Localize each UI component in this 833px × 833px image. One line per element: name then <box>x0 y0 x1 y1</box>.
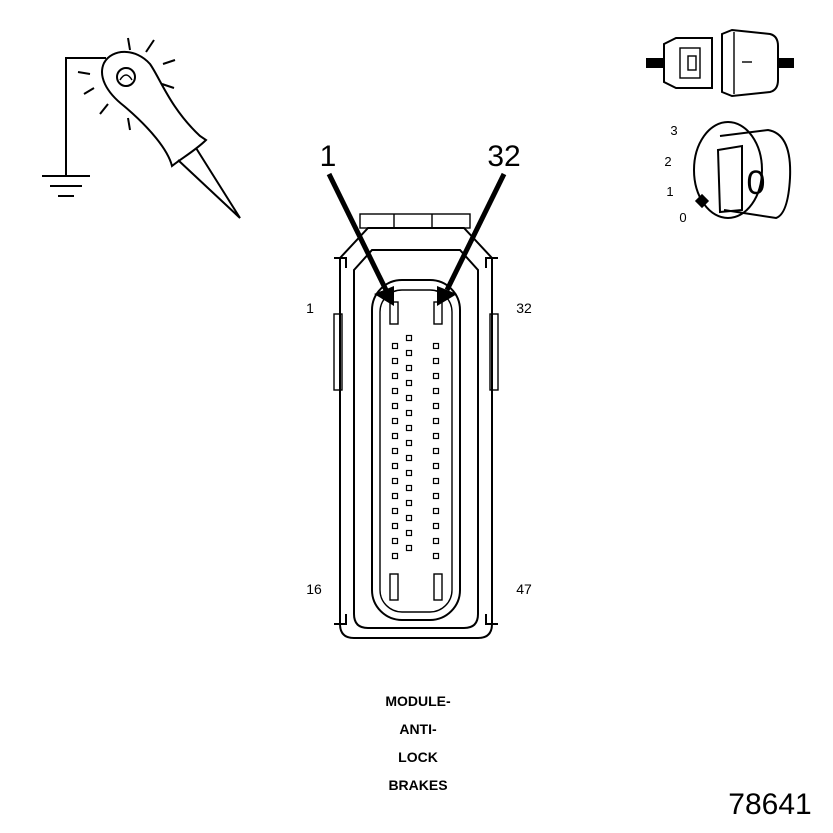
module-label-line-4: BRAKES <box>388 777 447 793</box>
pin-cavity-left-a-5 <box>391 402 399 410</box>
pin-cavity-left-b-7 <box>405 424 413 432</box>
pin-32 <box>433 301 443 325</box>
module-label-line-2: ANTI- <box>399 721 437 737</box>
pin-cavity-right-7 <box>432 432 440 440</box>
pin-cavity-left-a-9 <box>391 462 399 470</box>
pin-label-32: 32 <box>516 300 532 316</box>
callout-label-1: 1 <box>320 140 337 173</box>
pin-cavity-left-b-9 <box>405 454 413 462</box>
pin-cavity-left-b-4 <box>405 379 413 387</box>
pin-cavity-left-a-3 <box>391 372 399 380</box>
pin-cavity-left-b-10 <box>405 469 413 477</box>
pin-label-1: 1 <box>306 300 314 316</box>
pin-cavity-left-b-14 <box>405 529 413 537</box>
callout-label-32: 32 <box>487 140 520 173</box>
pin-cavity-left-a-4 <box>391 387 399 395</box>
ignition-position-0: 0 <box>679 210 686 225</box>
pin-cavity-left-b-8 <box>405 439 413 447</box>
pin-cavity-left-b-2 <box>405 349 413 357</box>
pin-label-16: 16 <box>306 581 322 597</box>
pin-cavity-left-b-5 <box>405 394 413 402</box>
pin-cavity-right-8 <box>432 447 440 455</box>
callout-arrow-pin-32 <box>437 172 507 306</box>
pin-cavity-left-a-2 <box>391 357 399 365</box>
pin-cavity-left-b-12 <box>405 499 413 507</box>
pin-cavity-right-3 <box>432 372 440 380</box>
ignition-position-3: 3 <box>670 123 677 138</box>
pin-cavity-left-a-6 <box>391 417 399 425</box>
ignition-position-2: 2 <box>664 154 671 169</box>
pin-cavity-right-6 <box>432 417 440 425</box>
pin-cavity-right-13 <box>432 522 440 530</box>
figure-number: 78641 <box>728 788 811 821</box>
pin-cavity-left-a-7 <box>391 432 399 440</box>
pin-cavity-right-14 <box>432 537 440 545</box>
pin-cavity-left-b-1 <box>405 334 413 342</box>
pin-cavity-left-a-10 <box>391 477 399 485</box>
pin-cavity-right-10 <box>432 477 440 485</box>
ignition-position-1: 1 <box>666 184 673 199</box>
module-label-line-1: MODULE- <box>385 693 451 709</box>
ignition-key-label: 0 <box>747 164 766 202</box>
pin-cavity-left-a-13 <box>391 522 399 530</box>
pin-cavity-left-a-11 <box>391 492 399 500</box>
pin-1 <box>389 301 399 325</box>
pin-cavity-right-5 <box>432 402 440 410</box>
ignition-key-icon <box>693 121 792 220</box>
pin-cavity-left-a-14 <box>391 537 399 545</box>
pin-label-47: 47 <box>516 581 532 597</box>
pin-cavity-left-b-15 <box>405 544 413 552</box>
callout-arrow-pin-1 <box>326 172 394 306</box>
pin-cavity-right-12 <box>432 507 440 515</box>
ground-symbol-icon <box>42 57 106 197</box>
pin-16 <box>389 573 399 601</box>
pin-cavity-left-a-8 <box>391 447 399 455</box>
pin-cavity-right-1 <box>432 342 440 350</box>
pin-cavity-right-15 <box>432 552 440 560</box>
pin-47 <box>433 573 443 601</box>
pin-cavity-left-a-12 <box>391 507 399 515</box>
abs-module-connector <box>333 213 499 639</box>
pin-cavity-right-9 <box>432 462 440 470</box>
pin-cavity-left-a-15 <box>391 552 399 560</box>
pin-cavity-left-a-1 <box>391 342 399 350</box>
disconnected-connector-icon <box>646 28 794 98</box>
module-label-line-3: LOCK <box>398 749 438 765</box>
pin-cavity-left-b-3 <box>405 364 413 372</box>
pin-cavity-right-4 <box>432 387 440 395</box>
pin-cavity-left-b-13 <box>405 514 413 522</box>
test-light-probe-icon <box>77 37 241 219</box>
pin-cavity-left-b-6 <box>405 409 413 417</box>
pin-cavity-left-b-11 <box>405 484 413 492</box>
pin-cavity-right-2 <box>432 357 440 365</box>
pin-cavity-right-11 <box>432 492 440 500</box>
pin-grid <box>391 334 440 560</box>
